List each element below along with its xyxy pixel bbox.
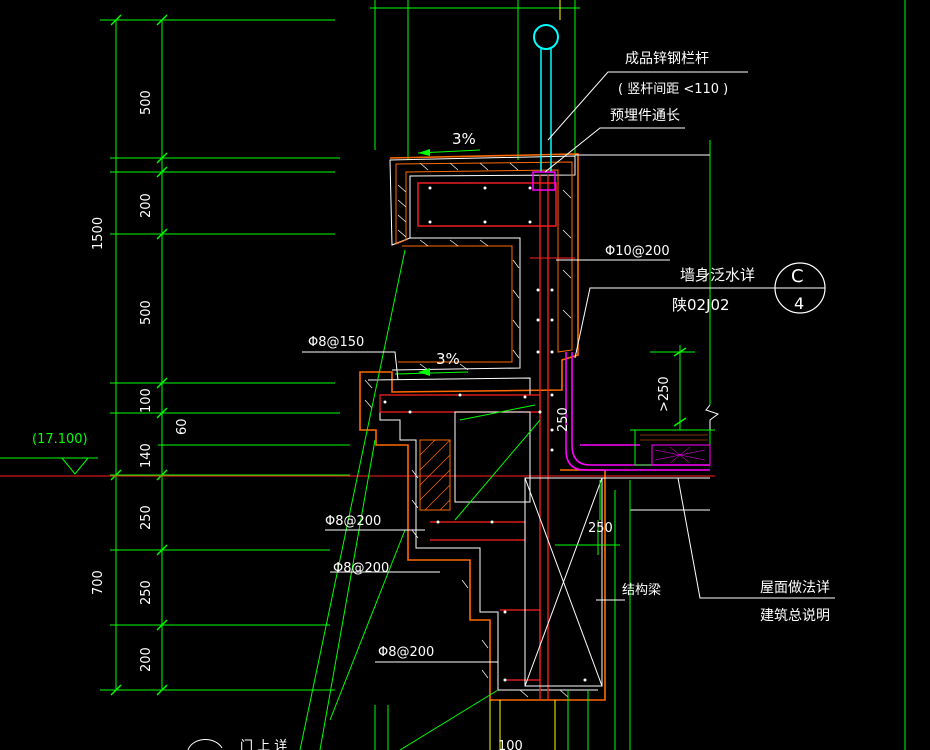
rebar-note-phi8-200-a: Φ8@200 [325, 514, 381, 529]
rebar-note-phi8-150: Φ8@150 [308, 335, 364, 350]
left-dimension-chain [100, 19, 350, 691]
rebar-note-phi8-200-c: Φ8@200 [378, 645, 434, 660]
dim-total-700: 700 [91, 570, 106, 595]
top-reference-lines [370, 0, 906, 750]
dim-200-top: 200 [139, 193, 154, 218]
parapet-section [359, 153, 606, 701]
break-line [705, 404, 720, 430]
dim-gt250-group: >250 [650, 345, 695, 430]
dim-140: 140 [139, 443, 154, 468]
dim-gt250: >250 [657, 376, 672, 412]
slope-arrow-mid: 3% [394, 350, 469, 376]
railing [532, 24, 559, 191]
rebar-note-phi10: Φ10@200 [605, 244, 670, 259]
dim-250-horizontal-group: 250 [555, 520, 620, 555]
annotation-leaders [302, 71, 835, 663]
label-roof-b: 建筑总说明 [760, 608, 830, 624]
slope-arrow-top: 3% [417, 130, 481, 156]
dim-250-a: 250 [139, 505, 154, 530]
slope-label-top: 3% [452, 130, 476, 148]
dim-500-top: 500 [139, 90, 154, 115]
rebar-note-phi8-200-b: Φ8@200 [333, 561, 389, 576]
label-waterproof-a: 墙身泛水详 [680, 266, 755, 284]
roof-layers [560, 429, 711, 511]
label-railing-note: ( 竖杆间距 <110 ) [618, 82, 728, 97]
dim-200-bottom: 200 [139, 647, 154, 672]
dim-total-1500: 1500 [91, 217, 106, 250]
slope-label-mid: 3% [436, 350, 460, 368]
label-struct-beam: 结构梁 [622, 583, 661, 598]
label-railing: 成品锌钢栏杆 [625, 51, 709, 67]
label-roof-a: 屋面做法详 [760, 580, 830, 596]
dim-100-bottom: 100 [498, 739, 523, 750]
label-embedded: 预埋件通长 [610, 108, 680, 124]
bottom-reference-lines [374, 480, 631, 750]
label-bottom: 门 上 详 [240, 739, 287, 750]
dim-500-mid: 500 [139, 300, 154, 325]
waterproof-membrane [565, 352, 710, 471]
dim-250-b: 250 [139, 580, 154, 605]
detail-mark-bottom: 4 [794, 294, 804, 313]
dim-250-horizontal: 250 [588, 521, 613, 536]
elevation-label: (17.100) [32, 432, 88, 447]
dim-250-vertical: 250 [556, 407, 571, 432]
partial-callout-circle [187, 738, 223, 750]
dim-60: 60 [175, 418, 190, 435]
bottom-axis-lines [489, 700, 556, 750]
detail-mark-top: C [791, 266, 804, 287]
detail-callout: C 4 [774, 262, 826, 314]
label-waterproof-b: 陕02J02 [672, 296, 730, 314]
leader-lines [299, 249, 715, 750]
dim-100: 100 [139, 388, 154, 413]
elevation-mark: (17.100) [0, 432, 98, 475]
dimension-ticks [110, 14, 168, 696]
